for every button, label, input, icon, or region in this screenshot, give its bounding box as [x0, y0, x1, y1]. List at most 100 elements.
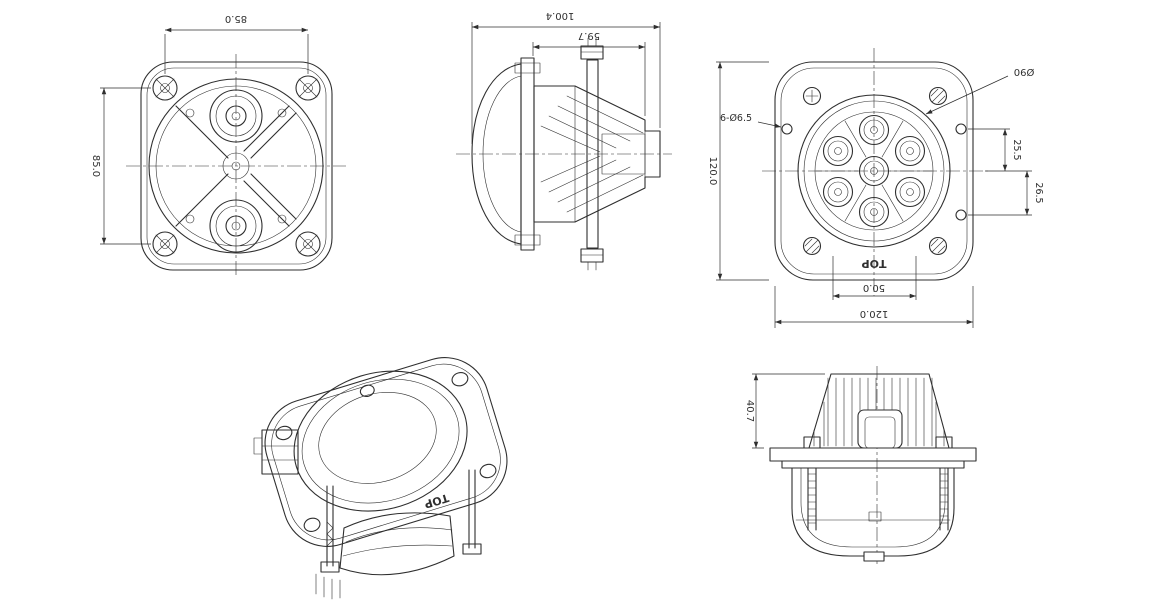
- iso-connector-box: [261, 429, 299, 475]
- rear-view: 85.0 85.0: [90, 13, 346, 278]
- led: [822, 135, 854, 167]
- iso-bolt-left-head: [320, 561, 340, 573]
- screw-head: [295, 75, 321, 101]
- bracket-plate: [586, 59, 599, 249]
- lens-ring-mid: [803, 100, 945, 242]
- depth-body-dim-label: 59.7: [578, 30, 600, 41]
- rear-connector-bracket: [601, 133, 646, 175]
- led: [894, 135, 926, 167]
- pilot-hole: [185, 108, 195, 118]
- reflector-dividers: [815, 120, 933, 222]
- iso-hole: [303, 517, 321, 532]
- led: [858, 196, 890, 228]
- led: [822, 176, 854, 208]
- rear-width-extension-lines: [164, 34, 309, 74]
- rear-centerlines: [126, 54, 346, 278]
- boss-spacing-dim-label: 50.0: [863, 282, 885, 293]
- side-hole: [781, 123, 793, 135]
- hole-cross-mark: [805, 89, 819, 103]
- profile-height-dim-label: 40.7: [744, 400, 755, 422]
- iso-saddle-lines: [342, 527, 453, 557]
- lens-diameter-leader: [925, 75, 1009, 115]
- iso-dome-outer: [293, 370, 468, 512]
- rear-corner-screws: [152, 75, 321, 257]
- rear-cross-brace: [175, 105, 297, 227]
- boss-ring-inner: [225, 215, 247, 237]
- boss-spacing-extension-lines: [832, 256, 917, 300]
- boss-ring-outer: [209, 89, 263, 143]
- rear-hub-center: [231, 161, 241, 171]
- offset-upper-dim-label: 25.5: [1011, 139, 1022, 160]
- screw-head: [152, 231, 178, 257]
- mounting-hole: [802, 236, 822, 256]
- rear-hub-ring: [222, 152, 250, 180]
- screw-pilot: [160, 83, 170, 93]
- mounting-hole: [928, 236, 948, 256]
- stud-nut-top: [580, 45, 604, 60]
- lens-diameter-label: Ø90: [1014, 66, 1035, 78]
- rear-height-extension-lines: [100, 87, 151, 245]
- iso-hole: [451, 372, 469, 387]
- heatsink-fins: [540, 95, 644, 213]
- front-view: TOP 120.0 120.0 50.0 25.5 26.5 Ø90 6-Ø6.…: [707, 48, 1044, 328]
- stud-nut-bottom: [580, 248, 604, 263]
- lens-ring-outer: [797, 94, 951, 248]
- profile-view: 40.7: [744, 366, 977, 566]
- iso-flange-group: TOP: [264, 357, 508, 547]
- rear-flange-outline: [140, 61, 333, 271]
- iso-dome-inner: [301, 378, 460, 504]
- screw-pilot: [303, 83, 313, 93]
- stud-nut: [935, 436, 953, 449]
- bezel-center-detail: [868, 511, 882, 522]
- iso-spring: [326, 521, 334, 547]
- boss-ring-outer: [209, 199, 263, 253]
- iso-hole: [275, 425, 293, 441]
- mounting-hole: [928, 86, 948, 106]
- depth-body-extension-lines: [532, 42, 646, 116]
- rear-flange-inner-outline: [146, 67, 327, 265]
- iso-connector-lines: [261, 445, 299, 461]
- body-outline: [533, 85, 661, 223]
- rear-housing-circle-outer: [148, 78, 324, 254]
- screw-pilot: [303, 239, 313, 249]
- depth-total-extension-lines: [471, 22, 661, 144]
- side-hole: [955, 123, 967, 135]
- led: [858, 114, 890, 146]
- lens-profile-inner: [482, 75, 522, 233]
- mounting-holes-leader: [757, 121, 782, 128]
- screw-head: [295, 231, 321, 257]
- front-height-extension-lines: [716, 61, 769, 281]
- screw-pilot: [160, 239, 170, 249]
- hole-hatch: [804, 238, 820, 254]
- lens-profile-outer: [471, 63, 522, 245]
- hole-hatch: [930, 238, 946, 254]
- iso-hole: [479, 463, 497, 479]
- iso-flange-outline: [264, 357, 508, 547]
- led: [894, 176, 926, 208]
- stud-nut: [803, 436, 821, 449]
- rear-boss-top: [209, 89, 263, 143]
- boss-ring-inner: [225, 105, 247, 127]
- iso-bolt-right: [468, 469, 476, 549]
- flange-tab-bottom: [514, 234, 541, 246]
- iso-saddle-bracket: [339, 512, 455, 576]
- mounting-hole: [802, 86, 822, 106]
- iso-underside-hardware: [253, 429, 482, 600]
- iso-bolt-left: [326, 485, 334, 567]
- pilot-hole: [277, 214, 287, 224]
- stud-details: [580, 37, 604, 271]
- led-array: [822, 114, 926, 228]
- flange-tab-top: [514, 62, 541, 74]
- boss-ring-mid: [215, 95, 257, 137]
- iso-bolt-right-head: [462, 543, 482, 555]
- bezel-outline: [791, 467, 955, 557]
- depth-total-dim-label: 100.4: [546, 10, 575, 21]
- mounting-holes-label: 6-Ø6.5: [720, 113, 752, 124]
- led-bezel-ring: [814, 111, 934, 231]
- boss-ring-mid: [215, 205, 257, 247]
- rear-height-dim-label: 85.0: [90, 155, 101, 177]
- screw-head: [152, 75, 178, 101]
- bezel-inner-line: [800, 467, 946, 548]
- led: [858, 155, 890, 187]
